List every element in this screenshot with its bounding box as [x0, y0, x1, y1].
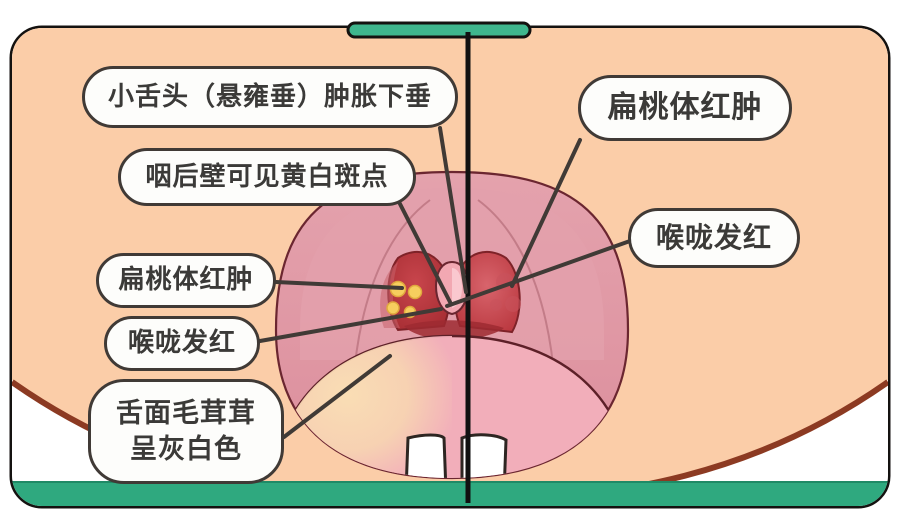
green-top-bar: [346, 21, 532, 39]
label-throat-red-right[interactable]: 喉咙发红: [628, 208, 800, 268]
label-line: 喉咙发红: [127, 328, 236, 359]
label-line: 喉咙发红: [655, 220, 772, 254]
label-line: 小舌头（悬雍垂）肿胀下垂: [107, 81, 432, 112]
label-uvula-swollen[interactable]: 小舌头（悬雍垂）肿胀下垂: [82, 66, 458, 128]
label-pharynx-yellow-white-spots[interactable]: 咽后壁可见黄白斑点: [118, 148, 416, 206]
label-tongue-grey-white-coating[interactable]: 舌面毛茸茸呈灰白色: [88, 379, 284, 484]
label-line: 呈灰白色: [130, 433, 242, 465]
label-line: 扁桃体红肿: [607, 90, 763, 126]
label-line: 咽后壁可见黄白斑点: [145, 161, 389, 192]
label-tonsil-swollen-right[interactable]: 扁桃体红肿: [578, 75, 792, 141]
label-tonsil-swollen-left[interactable]: 扁桃体红肿: [96, 253, 276, 308]
label-line: 舌面毛茸茸: [116, 397, 256, 429]
leader-lines: [258, 126, 632, 439]
label-line: 扁桃体红肿: [118, 265, 254, 296]
label-throat-red-left[interactable]: 喉咙发红: [104, 316, 260, 371]
